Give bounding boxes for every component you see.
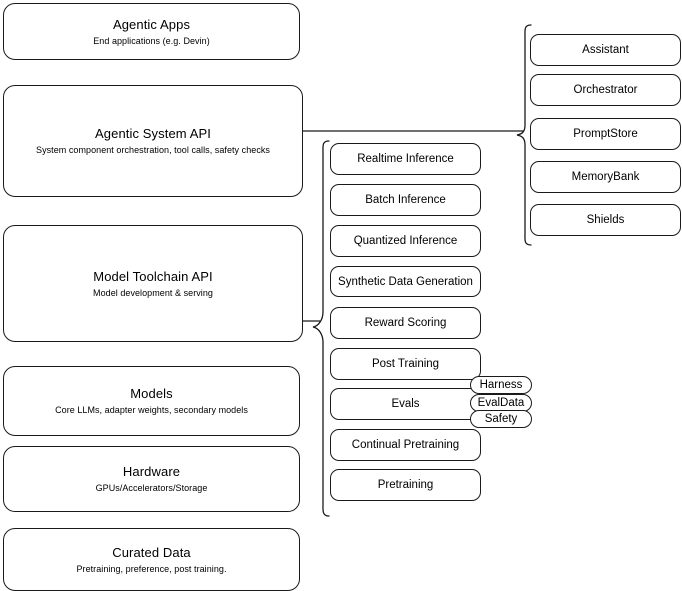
- component-label: Quantized Inference: [353, 235, 458, 247]
- component-box-quantized-inference[interactable]: Quantized Inference: [330, 225, 481, 257]
- layer-box-model-toolchain-api[interactable]: Model Toolchain API Model development & …: [3, 225, 303, 342]
- component-label: Synthetic Data Generation: [338, 275, 473, 288]
- component-label: Continual Pretraining: [351, 439, 460, 451]
- component-label: Reward Scoring: [364, 317, 447, 329]
- layer-subtitle: Core LLMs, adapter weights, secondary mo…: [55, 405, 248, 415]
- layer-subtitle: End applications (e.g. Devin): [93, 35, 210, 46]
- layer-box-hardware[interactable]: Hardware GPUs/Accelerators/Storage: [3, 446, 300, 512]
- pill-label: Harness: [479, 378, 523, 391]
- layer-title: Agentic Apps: [112, 16, 191, 32]
- pill-label: Safety: [484, 412, 518, 425]
- component-box-orchestrator[interactable]: Orchestrator: [530, 74, 681, 106]
- connector-model-toolchain-api: [302, 320, 320, 322]
- pill-label: EvalData: [477, 396, 525, 409]
- component-label: MemoryBank: [571, 171, 640, 183]
- component-box-realtime-inference[interactable]: Realtime Inference: [330, 143, 481, 175]
- component-box-synthetic-data-generation[interactable]: Synthetic Data Generation: [330, 266, 481, 297]
- connector-agentic-system-api: [302, 130, 524, 132]
- component-label: PromptStore: [573, 128, 638, 140]
- component-label: Orchestrator: [573, 84, 638, 96]
- layer-title: Hardware: [122, 464, 181, 479]
- layer-title: Curated Data: [112, 544, 191, 560]
- component-label: Assistant: [582, 44, 629, 56]
- layer-subtitle: Pretraining, preference, post training.: [76, 563, 227, 574]
- layer-box-agentic-system-api[interactable]: Agentic System API System component orch…: [3, 85, 303, 197]
- layer-subtitle: Model development & serving: [93, 287, 213, 298]
- component-box-post-training[interactable]: Post Training: [330, 348, 481, 380]
- component-box-continual-pretraining[interactable]: Continual Pretraining: [330, 429, 481, 461]
- layer-title: Agentic System API: [95, 126, 211, 141]
- component-label: Batch Inference: [365, 194, 446, 206]
- evals-pill-evaldata[interactable]: EvalData: [470, 394, 532, 412]
- layer-box-curated-data[interactable]: Curated Data Pretraining, preference, po…: [3, 528, 300, 591]
- component-box-reward-scoring[interactable]: Reward Scoring: [330, 307, 481, 339]
- layer-subtitle: System component orchestration, tool cal…: [36, 145, 270, 155]
- component-box-shields[interactable]: Shields: [530, 204, 681, 236]
- component-label: Evals: [391, 398, 420, 410]
- evals-pill-safety[interactable]: Safety: [470, 410, 532, 428]
- component-box-promptstore[interactable]: PromptStore: [530, 118, 681, 150]
- component-label: Post Training: [371, 358, 440, 370]
- layer-box-agentic-apps[interactable]: Agentic Apps End applications (e.g. Devi…: [3, 3, 300, 60]
- layer-box-models[interactable]: Models Core LLMs, adapter weights, secon…: [3, 366, 300, 436]
- brace-model-toolchain-components: [312, 140, 330, 517]
- component-label: Shields: [586, 214, 625, 226]
- layer-subtitle: GPUs/Accelerators/Storage: [95, 483, 208, 493]
- component-box-batch-inference[interactable]: Batch Inference: [330, 184, 481, 216]
- component-label: Pretraining: [377, 479, 434, 491]
- layer-title: Model Toolchain API: [93, 268, 213, 284]
- component-box-evals[interactable]: Evals: [330, 388, 481, 420]
- component-box-assistant[interactable]: Assistant: [530, 34, 681, 66]
- evals-pill-harness[interactable]: Harness: [470, 376, 532, 394]
- layer-title: Models: [130, 386, 173, 401]
- component-label: Realtime Inference: [357, 153, 454, 165]
- component-box-memorybank[interactable]: MemoryBank: [530, 161, 681, 193]
- component-box-pretraining[interactable]: Pretraining: [330, 469, 481, 501]
